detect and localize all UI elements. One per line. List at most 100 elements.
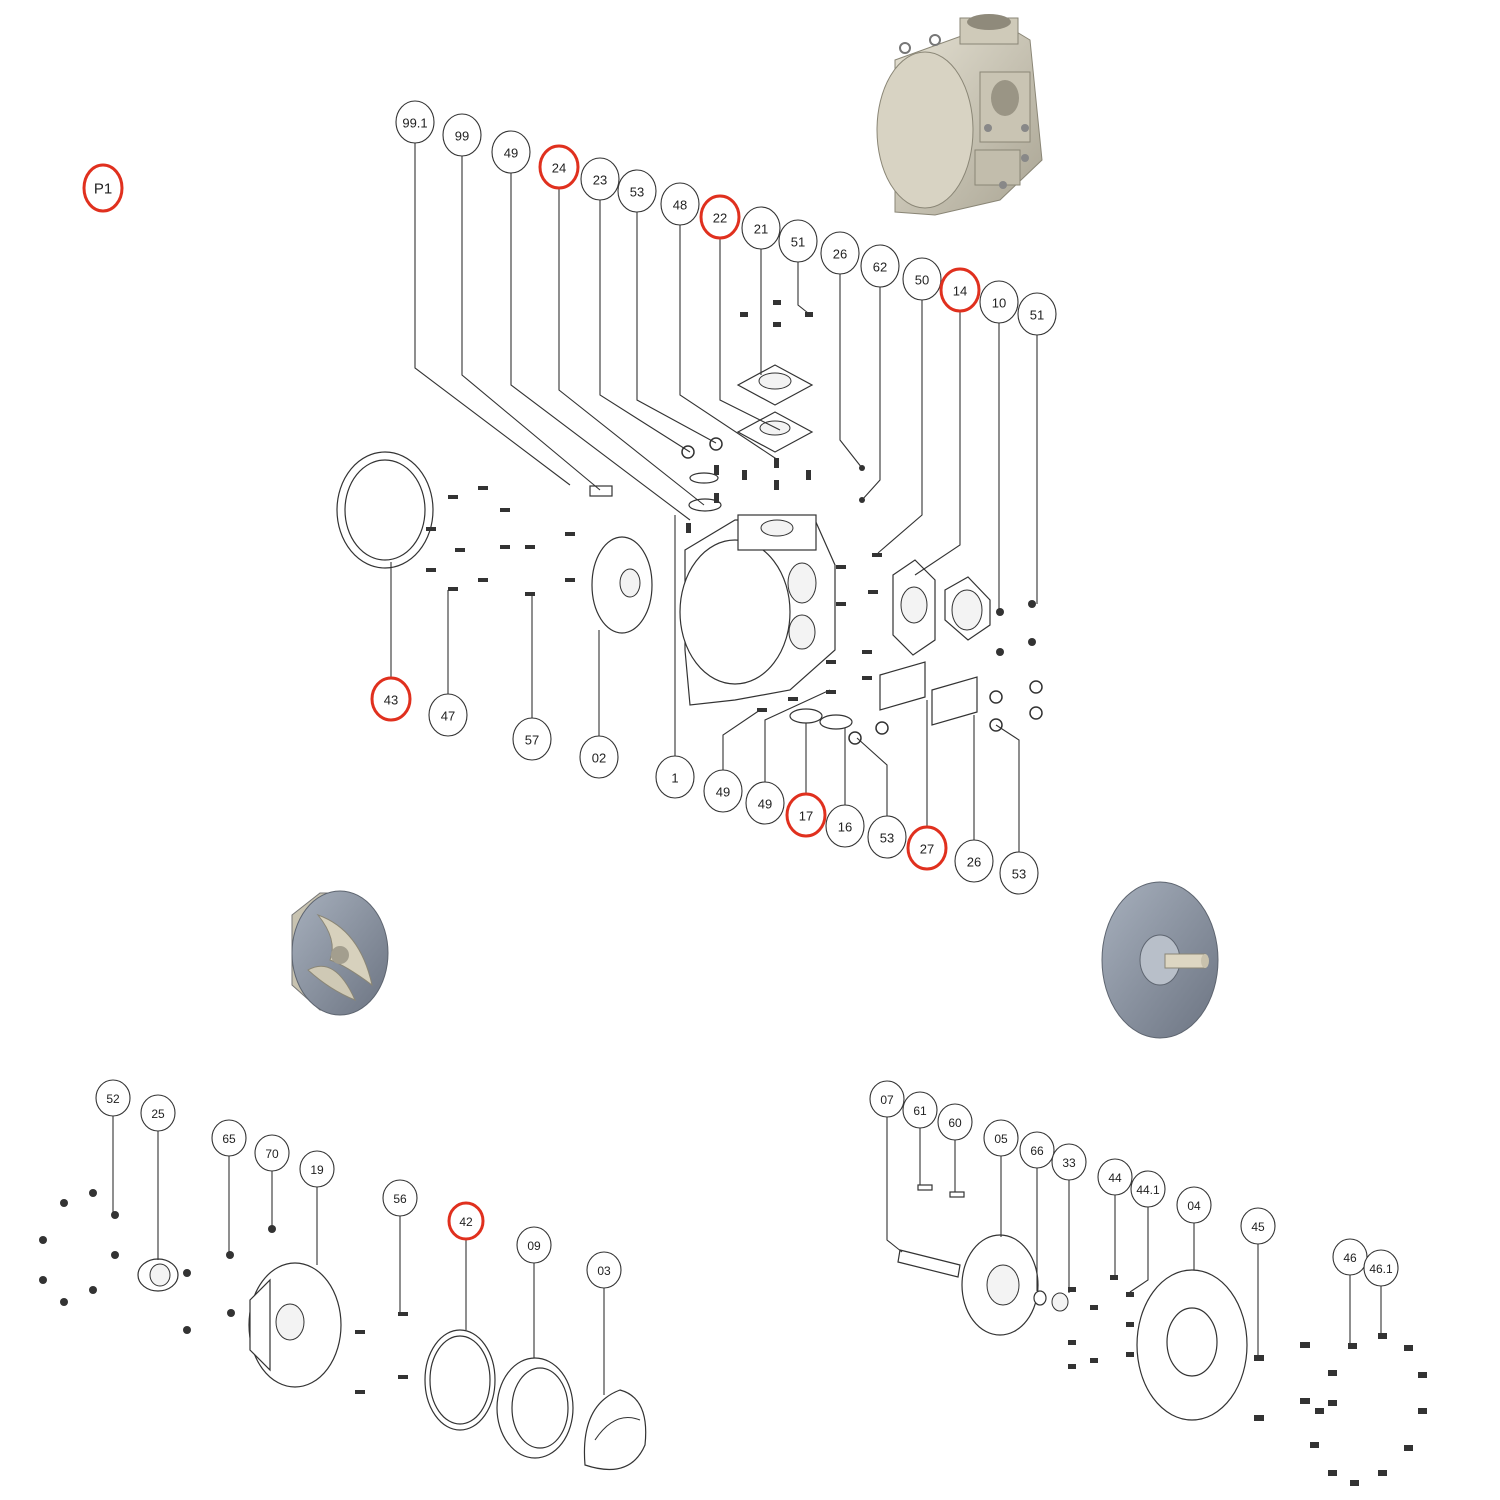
callout-label: 48 xyxy=(673,198,687,213)
callout-label: 23 xyxy=(593,173,607,188)
callout-label: 45 xyxy=(1251,1220,1265,1234)
callout-label: 61 xyxy=(913,1104,927,1118)
callout-casing-assembly-49: 49 xyxy=(491,130,531,174)
callout-bubbles: 99.1994924235348222151266250141051434757… xyxy=(95,100,1399,1289)
callout-label: 26 xyxy=(967,855,981,870)
page-label-text: P1 xyxy=(94,181,112,198)
callout-bubble xyxy=(586,1251,622,1289)
callout-casing-assembly-48: 48 xyxy=(660,182,700,226)
callout-label: 09 xyxy=(527,1239,541,1253)
callout-label: 49 xyxy=(504,146,518,161)
callout-shaft-assembly-45: 45 xyxy=(1240,1207,1276,1245)
callout-bubble xyxy=(538,144,580,190)
callout-impeller-assembly-25: 25 xyxy=(140,1094,176,1132)
callout-bubble xyxy=(382,1179,418,1217)
callout-shaft-assembly-33: 33 xyxy=(1051,1143,1087,1181)
callout-bubble xyxy=(1130,1170,1166,1208)
callout-casing-assembly-53: 53 xyxy=(999,851,1039,895)
callout-casing-assembly-22: 22 xyxy=(699,194,741,240)
callout-bubble xyxy=(869,1080,905,1118)
callout-bubble xyxy=(954,839,994,883)
callout-shaft-assembly-46-1: 46.1 xyxy=(1363,1249,1399,1287)
callout-label: 60 xyxy=(948,1116,962,1130)
callout-casing-assembly-49: 49 xyxy=(745,781,785,825)
callout-label: 70 xyxy=(265,1147,279,1161)
callout-label: 62 xyxy=(873,260,887,275)
callout-casing-assembly-26: 26 xyxy=(954,839,994,883)
callout-casing-assembly-23: 23 xyxy=(580,157,620,201)
callout-casing-assembly-62: 62 xyxy=(860,244,900,288)
callout-bubble xyxy=(579,735,619,779)
callout-casing-assembly-26: 26 xyxy=(820,231,860,275)
callout-shaft-assembly-66: 66 xyxy=(1019,1131,1055,1169)
callout-bubble xyxy=(820,231,860,275)
callout-impeller-assembly-09: 09 xyxy=(516,1226,552,1264)
callout-bubble xyxy=(516,1226,552,1264)
callout-casing-assembly-50: 50 xyxy=(902,257,942,301)
callout-bubble xyxy=(785,792,827,838)
callout-label: 53 xyxy=(880,831,894,846)
callout-label: 56 xyxy=(393,1192,407,1206)
callout-bubble xyxy=(778,219,818,263)
callout-bubble xyxy=(254,1134,290,1172)
callout-casing-assembly-1: 1 xyxy=(655,755,695,799)
callout-label: 49 xyxy=(758,797,772,812)
callout-label: 65 xyxy=(222,1132,236,1146)
callout-label: 10 xyxy=(992,296,1006,311)
callout-shaft-assembly-61: 61 xyxy=(902,1091,938,1129)
callout-bubble xyxy=(580,157,620,201)
callout-bubble xyxy=(660,182,700,226)
callout-label: 04 xyxy=(1187,1199,1201,1213)
callout-bubble xyxy=(1240,1207,1276,1245)
callout-label: 49 xyxy=(716,785,730,800)
callout-impeller-assembly-52: 52 xyxy=(95,1079,131,1117)
callout-label: 1 xyxy=(671,771,678,786)
callout-casing-assembly-99: 99 xyxy=(442,113,482,157)
callout-bubble xyxy=(860,244,900,288)
shaft-drawing xyxy=(897,1184,1427,1486)
callout-casing-assembly-16: 16 xyxy=(825,804,865,848)
callout-casing-assembly-53: 53 xyxy=(867,815,907,859)
callout-bubble xyxy=(447,1201,485,1241)
callout-label: 21 xyxy=(754,222,768,237)
callout-label: 42 xyxy=(459,1215,473,1229)
callout-label: 02 xyxy=(592,751,606,766)
page-label: P1 xyxy=(82,163,124,213)
callout-label: 57 xyxy=(525,733,539,748)
callout-bubble xyxy=(699,194,741,240)
callout-bubble xyxy=(999,851,1039,895)
callout-bubble xyxy=(906,825,948,871)
callout-casing-assembly-49: 49 xyxy=(703,769,743,813)
callout-bubble xyxy=(939,267,981,313)
callout-label: 44 xyxy=(1108,1171,1122,1185)
callout-impeller-assembly-56: 56 xyxy=(382,1179,418,1217)
callout-casing-assembly-02: 02 xyxy=(579,735,619,779)
casing-drawing xyxy=(336,300,1043,745)
callout-casing-assembly-47: 47 xyxy=(428,693,468,737)
callout-shaft-assembly-44: 44 xyxy=(1097,1158,1133,1196)
callout-bubble xyxy=(655,755,695,799)
callout-label: 99.1 xyxy=(402,116,427,131)
callout-label: 27 xyxy=(920,842,934,857)
callout-bubble xyxy=(867,815,907,859)
callout-bubble xyxy=(902,257,942,301)
callout-label: 51 xyxy=(1030,308,1044,323)
callout-bubble xyxy=(979,280,1019,324)
impeller-render-image xyxy=(291,890,389,1016)
callout-label: 17 xyxy=(799,809,813,824)
callout-bubble xyxy=(902,1091,938,1129)
callout-casing-assembly-24: 24 xyxy=(538,144,580,190)
callout-bubble xyxy=(95,1079,131,1117)
impeller-drawing xyxy=(39,1189,647,1471)
callout-bubble xyxy=(442,113,482,157)
callout-bubble xyxy=(395,100,435,144)
callout-bubble xyxy=(299,1150,335,1188)
callout-label: 44.1 xyxy=(1136,1183,1160,1197)
callout-label: 19 xyxy=(310,1163,324,1177)
callout-label: 52 xyxy=(106,1092,120,1106)
callout-label: 53 xyxy=(630,185,644,200)
callout-bubble xyxy=(1019,1131,1055,1169)
callout-casing-assembly-57: 57 xyxy=(512,717,552,761)
callout-label: 25 xyxy=(151,1107,165,1121)
